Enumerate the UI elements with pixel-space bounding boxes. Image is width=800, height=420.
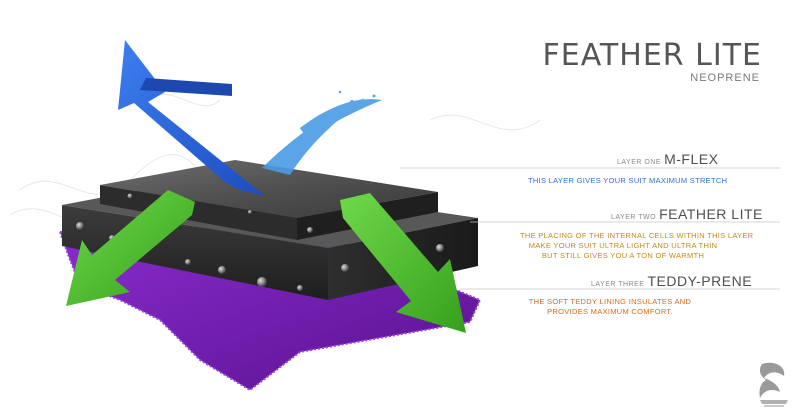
layer-three-name: TEDDY-PRENE <box>647 273 753 289</box>
layer-one-name: M-FLEX <box>664 151 719 167</box>
layer-two-desc-line: BUT STILL GIVES YOU A TON OF WARMTH <box>541 251 705 260</box>
layer-one-tag: LAYER ONE <box>617 159 662 166</box>
layer-three-desc-line: THE SOFT TEDDY LINING INSULATES AND <box>528 297 692 306</box>
product-title: FEATHER LITE <box>542 38 762 73</box>
green-arrow-icon <box>66 190 466 333</box>
logo-icon <box>759 362 788 407</box>
layer-two-name: FEATHER LITE <box>659 206 763 222</box>
layer-one-description: THIS LAYER GIVES YOUR SUIT MAXIMUM STRET… <box>528 176 728 186</box>
layer-two-desc-line: THE PLACING OF THE INTERNAL CELLS WITHIN… <box>520 231 754 240</box>
layer-one-desc-line: THIS LAYER GIVES YOUR SUIT MAXIMUM STRET… <box>528 176 728 185</box>
leader-lines <box>400 167 780 290</box>
blue-arrow-icon <box>118 40 265 196</box>
layer-three-desc-line: PROVIDES MAXIMUM COMFORT. <box>547 307 673 316</box>
layer-two-desc-line: MAKE YOUR SUIT ULTRA LIGHT AND ULTRA THI… <box>528 241 718 250</box>
water-splash <box>262 90 382 175</box>
layer-two-description: THE PLACING OF THE INTERNAL CELLS WITHIN… <box>520 231 754 261</box>
layer-three-tag: LAYER THREE <box>591 281 645 288</box>
layer-two-tag: LAYER TWO <box>611 214 657 221</box>
layer-three-description: THE SOFT TEDDY LINING INSULATES AND PROV… <box>520 297 700 317</box>
product-subtitle: NEOPRENE <box>690 72 760 84</box>
